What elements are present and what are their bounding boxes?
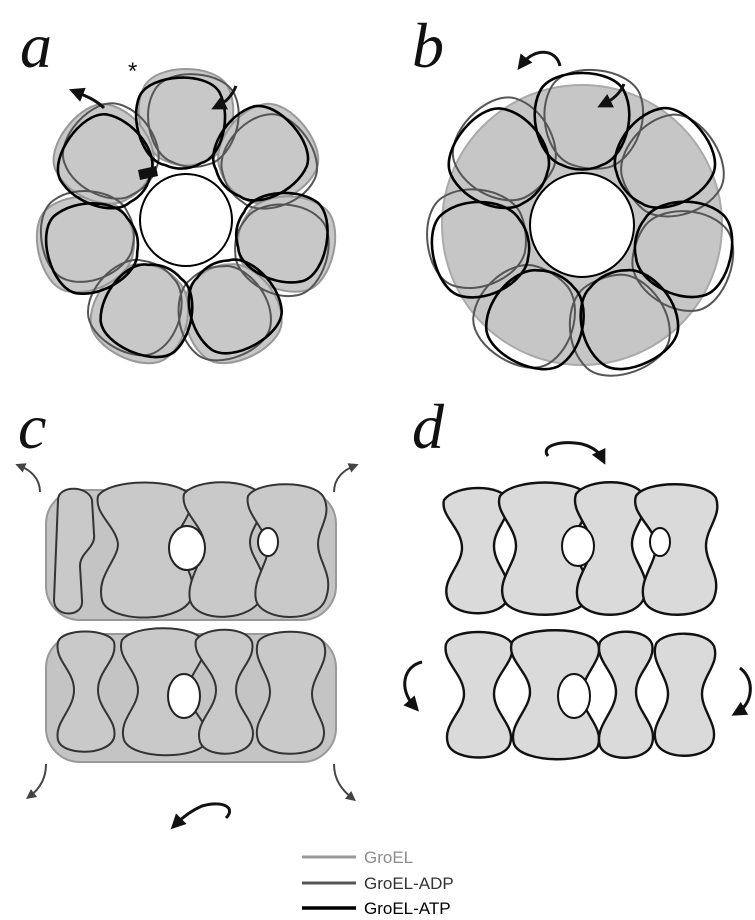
rotation-arrow-icon	[522, 52, 560, 66]
rotation-arrow-icon	[176, 804, 230, 824]
legend-item-groel: GroEL	[302, 848, 413, 867]
legend-label-groel: GroEL	[364, 848, 413, 867]
rotation-arrow-icon	[76, 92, 104, 108]
outward-arrow-icon	[30, 764, 46, 796]
rotation-arrow-icon	[738, 668, 750, 712]
outward-arrow-icon	[334, 466, 354, 492]
legend: GroEL GroEL-ADP GroEL-ATP	[302, 848, 454, 918]
legend-label-groel-atp: GroEL-ATP	[364, 899, 451, 918]
rotation-arrow-icon	[405, 662, 422, 706]
outward-arrow-icon	[334, 764, 352, 798]
rotation-arrow-icon	[546, 443, 602, 458]
panel-b-ring	[403, 52, 755, 402]
panel-d-side-view	[405, 443, 751, 760]
outward-arrow-icon	[20, 466, 40, 492]
legend-item-groel-atp: GroEL-ATP	[302, 899, 451, 918]
panel-c-side-view	[20, 466, 354, 824]
legend-label-groel-adp: GroEL-ADP	[364, 874, 454, 893]
legend-item-groel-adp: GroEL-ADP	[302, 874, 454, 893]
panel-a-ring	[23, 64, 348, 382]
